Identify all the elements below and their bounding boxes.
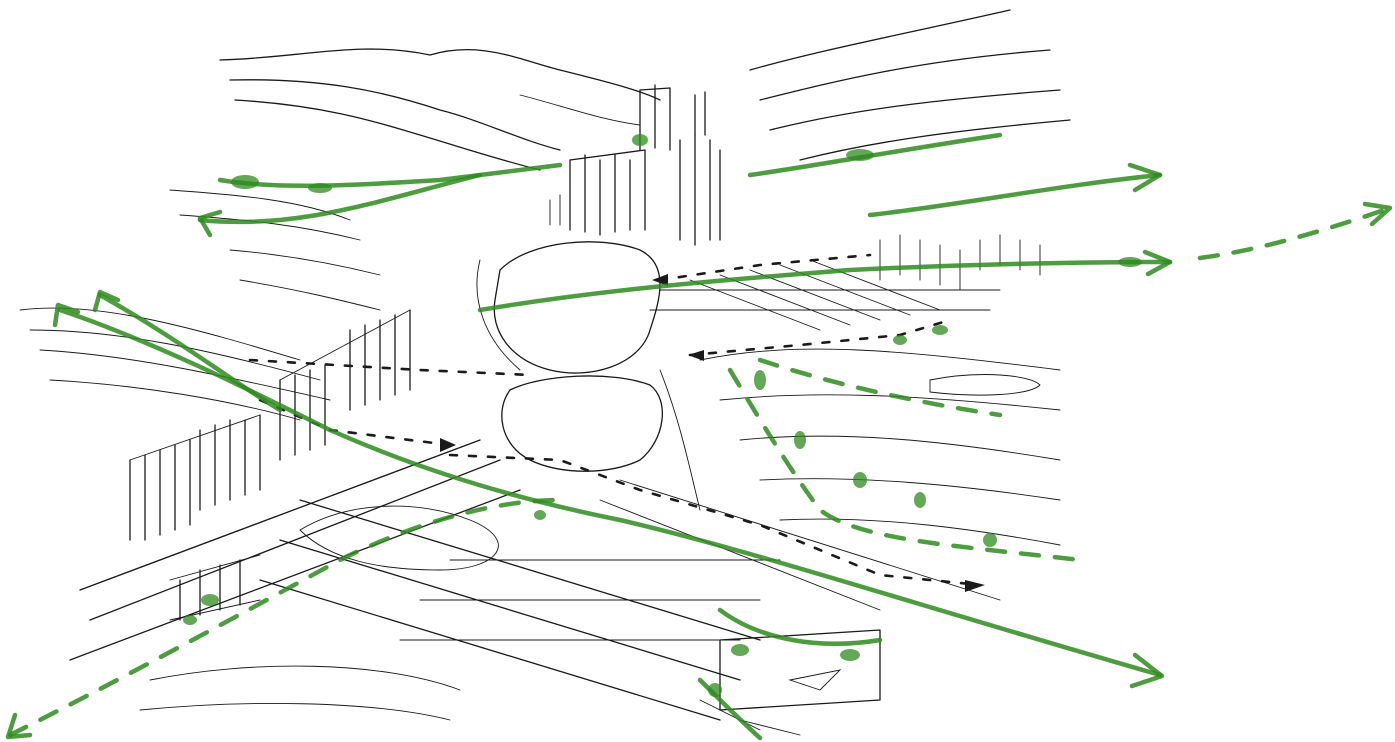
green-arrow-icon xyxy=(1362,201,1393,227)
black-arrow-icon xyxy=(652,274,668,286)
green-arrow-icon xyxy=(1129,652,1165,689)
green-arrow-icon xyxy=(1127,162,1163,193)
green-arrow-icon xyxy=(92,289,121,313)
left-terraces xyxy=(19,189,381,421)
black-arrow-icon xyxy=(440,438,456,452)
green-corridors xyxy=(5,132,1393,741)
bottom-left-houses xyxy=(169,554,261,621)
street-grid xyxy=(69,259,1001,721)
green-arrow-icon xyxy=(5,712,33,740)
right-hillside xyxy=(699,234,1061,546)
green-vegetation xyxy=(183,134,1142,697)
black-arrow-icon xyxy=(688,350,704,361)
central-towers xyxy=(549,84,721,246)
central-lakes xyxy=(476,241,663,472)
green-arrow-icon xyxy=(197,209,223,238)
bottom-building xyxy=(699,629,881,736)
mountain-ridgelines xyxy=(219,9,1071,171)
green-arrow-icon xyxy=(1142,249,1173,277)
black-arrow-icon xyxy=(965,580,985,592)
green-arrow-icon xyxy=(52,302,81,328)
